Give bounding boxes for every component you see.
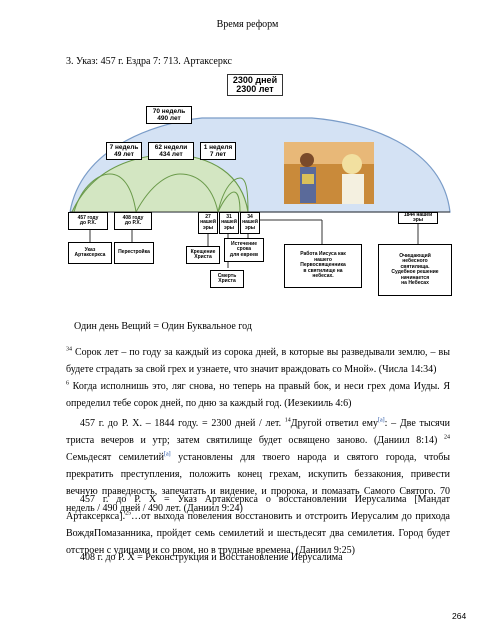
year-27-label: 27 нашей эры — [198, 212, 218, 234]
prophecy-diagram: 2300 дней 2300 лет 70 недель 490 лет 7 н… — [62, 74, 454, 298]
year-408-label: 408 году до Р.Х. — [114, 212, 152, 230]
daniel-9-25: 457 г. до Р. Х = Указ Артаксеркса о восс… — [66, 494, 450, 556]
weeks7-label: 7 недель 49 лет — [106, 142, 142, 160]
numbers-14-34: 34 Сорок лет – по году за каждый из соро… — [66, 346, 450, 375]
year-31-label: 31 нашей эры — [219, 212, 239, 234]
decree-box: Указ Артаксеркса — [68, 242, 112, 264]
year-34-label: 34 нашей эры — [240, 212, 260, 234]
rebuild-box: Перестройка — [114, 242, 154, 264]
weeks62-label: 62 недели 434 лет — [148, 142, 194, 160]
section-heading: 3. Указ: 457 г. Ездра 7: 713. Артаксеркс — [66, 56, 232, 67]
baptism-box: Крещение Христа — [186, 246, 220, 264]
footnote-link[interactable]: [a] — [163, 451, 171, 458]
running-header: Время реформ — [216, 19, 279, 30]
expiry-box: Истечение срока для евреев — [224, 238, 264, 262]
death-box: Смерть Христа — [210, 270, 244, 288]
total-2300-label: 2300 дней 2300 лет — [227, 74, 283, 96]
year-457-label: 457 году до Р.Х. — [68, 212, 108, 230]
page-number: 264 — [452, 611, 467, 621]
day-year-principle: Один день Вещий = Один Буквальное год — [74, 321, 252, 332]
priest-box: Работа Иисуса как нашего Первосвященника… — [284, 244, 362, 288]
reconstruction-line: 408 г. до Р. Х = Реконструкция и Восстан… — [80, 552, 343, 563]
week1-label: 1 неделя 7 лет — [200, 142, 236, 160]
ezekiel-4-6: 6 Когда исполнишь это, ляг снова, но теп… — [66, 380, 450, 409]
cleansing-box: Очищающий небесного святилища. Судебное … — [378, 244, 452, 296]
year-1844-label: 1844 нашей эры — [398, 212, 438, 224]
daniel-8-14-9-24: 457 г. до Р. Х. – 1844 году. = 2300 дней… — [66, 417, 451, 514]
weeks70-label: 70 недель 490 лет — [146, 106, 192, 124]
footnote-link[interactable]: [a] — [377, 417, 385, 424]
diagram-arcs — [69, 117, 451, 268]
